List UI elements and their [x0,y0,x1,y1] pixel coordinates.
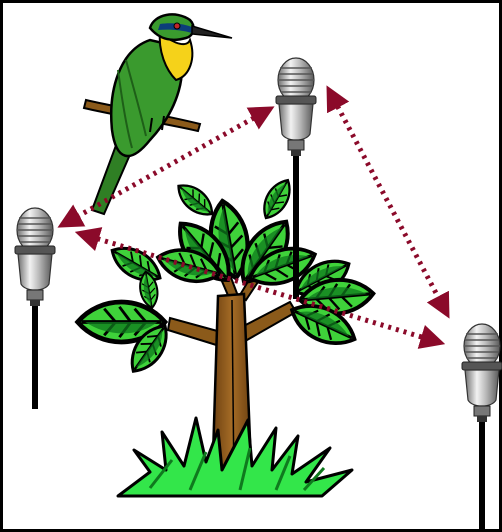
diagram-canvas [0,0,502,532]
diagram-svg [0,0,502,532]
